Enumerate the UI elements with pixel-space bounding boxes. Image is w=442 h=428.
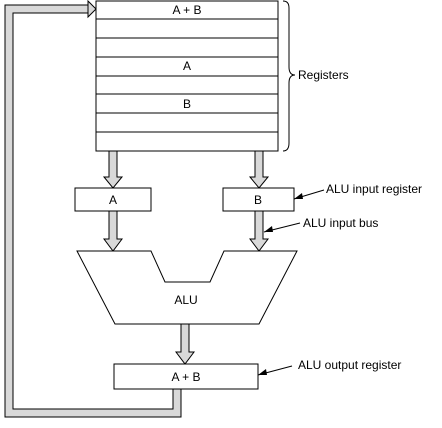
alu: ALU (76, 250, 298, 325)
annotation-alu-input-bus: ALU input bus (263, 216, 378, 233)
bus-regfile-to-b (248, 150, 270, 189)
registers-brace: Registers (282, 0, 349, 152)
annotation-alu-input-bus-text: ALU input bus (303, 216, 378, 230)
feedback-arrowhead (87, 0, 97, 19)
register-file: A + B A B (95, 0, 279, 152)
register-row-4: A (183, 59, 191, 73)
registers-label: Registers (298, 68, 349, 82)
output-register-label: A + B (171, 370, 200, 384)
register-row-1: A + B (172, 3, 201, 17)
alu-output-register: A + B (113, 363, 259, 390)
alu-input-bus-b (249, 210, 269, 252)
alu-label: ALU (174, 293, 197, 307)
input-register-a-label: A (109, 193, 117, 207)
input-register-b-label: B (254, 193, 262, 207)
feedback-bus (4, 0, 182, 418)
annotation-alu-input-register: ALU input register (293, 182, 422, 200)
alu-input-register-a: A (74, 187, 152, 212)
bus-alu-to-output (175, 323, 195, 365)
alu-input-register-b: B (222, 187, 295, 212)
bus-regfile-to-a (102, 150, 124, 189)
annotation-alu-output-register: ALU output register (257, 358, 401, 376)
annotation-alu-output-register-text: ALU output register (298, 358, 401, 372)
annotation-alu-input-register-text: ALU input register (326, 182, 422, 196)
register-row-6: B (183, 97, 191, 111)
alu-input-bus-a (103, 210, 123, 252)
